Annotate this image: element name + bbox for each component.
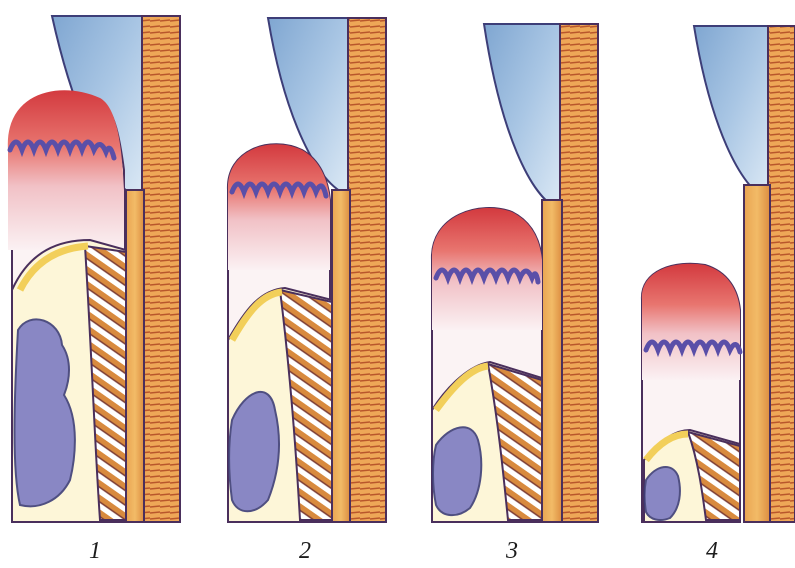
panel-4-caption: 4 xyxy=(692,538,732,564)
root-canal xyxy=(744,185,770,522)
enamel-crown xyxy=(694,26,768,200)
dental-papilla xyxy=(8,90,124,250)
root-wall xyxy=(142,16,180,522)
panel-3-caption: 3 xyxy=(492,538,532,564)
bone-marrow xyxy=(229,392,279,511)
root-wall xyxy=(560,24,598,522)
dental-papilla xyxy=(228,144,330,270)
root-wall xyxy=(348,18,386,522)
enamel-crown xyxy=(484,24,560,210)
panel-2-caption: 2 xyxy=(285,538,325,564)
root-canal xyxy=(126,190,144,522)
panel-1 xyxy=(8,16,180,522)
dental-papilla xyxy=(642,264,740,380)
panel-3 xyxy=(432,24,598,522)
bone-marrow xyxy=(645,467,680,520)
root-canal xyxy=(332,190,350,522)
panel-4 xyxy=(642,26,795,522)
root-canal xyxy=(542,200,562,522)
root-wall xyxy=(768,26,795,522)
panel-2 xyxy=(228,18,386,522)
bone-marrow xyxy=(433,427,481,515)
panel-1-caption: 1 xyxy=(75,538,115,564)
